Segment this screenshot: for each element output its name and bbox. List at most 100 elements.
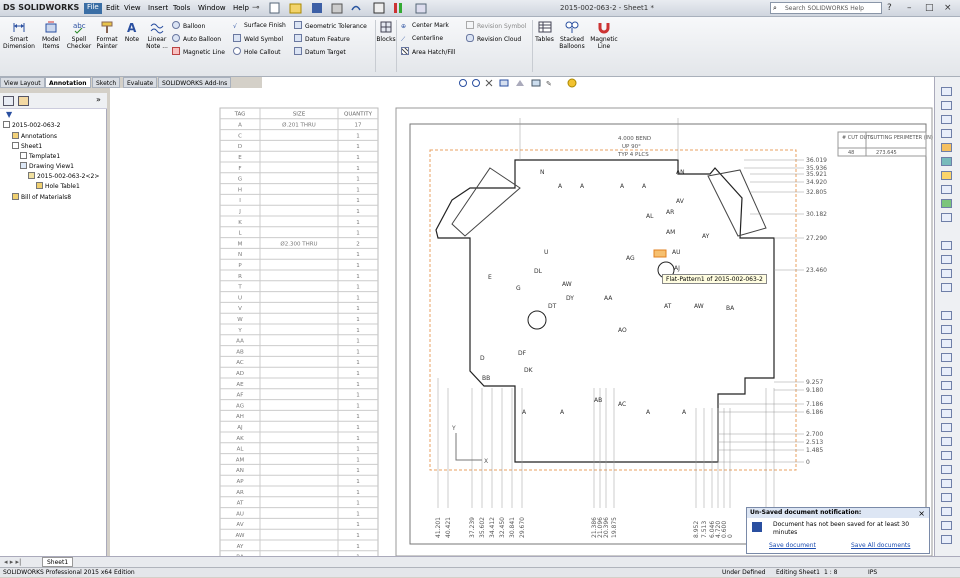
revision-cloud-button[interactable]: Revision Cloud <box>466 34 521 44</box>
menu-tools[interactable]: Tools <box>173 4 191 12</box>
geometric-tolerance-button[interactable]: Geometric Tolerance <box>294 21 367 31</box>
task-pane-icon-4[interactable] <box>941 129 952 138</box>
custom-properties-icon[interactable] <box>941 213 952 222</box>
stacked-balloons-button[interactable]: Stacked Balloons <box>558 20 586 50</box>
tree-drawing-view[interactable]: Drawing View1 <box>20 162 74 171</box>
feature-tree-tab-icon[interactable] <box>3 96 14 106</box>
task-pane-icon-11[interactable] <box>941 241 952 250</box>
weld-symbol-button[interactable]: Weld Symbol <box>233 34 283 44</box>
task-pane-icon-1[interactable] <box>941 87 952 96</box>
task-pane-icon-29[interactable] <box>941 507 952 516</box>
task-pane-icon-14[interactable] <box>941 283 952 292</box>
task-pane-icon-24[interactable] <box>941 437 952 446</box>
linear-note-button[interactable]: Linear Note ... <box>144 20 170 50</box>
tab-annotation[interactable]: Annotation <box>45 77 91 88</box>
tree-bom[interactable]: Bill of Materials8 <box>12 193 71 202</box>
task-pane-icon-21[interactable] <box>941 395 952 404</box>
format-painter-button[interactable]: Format Painter <box>94 20 120 50</box>
sheet-tab-sheet1[interactable]: Sheet1 <box>42 557 74 567</box>
task-pane-icon-22[interactable] <box>941 409 952 418</box>
menu-insert[interactable]: Insert <box>148 4 169 12</box>
filter-icon[interactable]: ▼ <box>6 110 13 119</box>
spell-checker-button[interactable]: abc Spell Checker <box>66 20 92 50</box>
note-button[interactable]: A Note <box>122 20 142 43</box>
hole-callout-button[interactable]: Hole Callout <box>233 47 280 57</box>
view-palette-icon[interactable] <box>941 185 952 194</box>
surface-finish-button[interactable]: √Surface Finish <box>233 21 286 31</box>
task-pane-icon-19[interactable] <box>941 367 952 376</box>
revision-symbol-button[interactable]: Revision Symbol <box>466 21 526 31</box>
help-search-input[interactable]: Search SOLIDWORKS Help <box>770 2 882 14</box>
tab-view-layout[interactable]: View Layout <box>0 77 45 88</box>
resources-icon[interactable] <box>941 143 952 152</box>
center-mark-button[interactable]: ⊕Center Mark <box>401 21 449 31</box>
tab-addins[interactable]: SOLIDWORKS Add-Ins <box>158 77 232 88</box>
task-pane-icon-27[interactable] <box>941 479 952 488</box>
property-manager-tab-icon[interactable] <box>18 96 29 106</box>
centerline-button[interactable]: ⟋Centerline <box>401 34 443 44</box>
task-pane-icon-28[interactable] <box>941 493 952 502</box>
task-pane-icon-15[interactable] <box>941 311 952 320</box>
tab-sketch[interactable]: Sketch <box>92 77 121 88</box>
tree-template[interactable]: Template1 <box>20 152 60 161</box>
task-pane-icon-26[interactable] <box>941 465 952 474</box>
area-hatch-button[interactable]: Area Hatch/Fill <box>401 47 455 57</box>
highlighted-hole-tag[interactable] <box>653 249 667 258</box>
menu-help[interactable]: Help <box>233 4 249 12</box>
minimize-button[interactable]: – <box>907 3 912 13</box>
restore-button[interactable]: □ <box>925 3 934 13</box>
task-pane-icon-17[interactable] <box>941 339 952 348</box>
sheet-scale[interactable]: 1 : 8 <box>824 569 838 576</box>
task-pane-icon-3[interactable] <box>941 115 952 124</box>
quick-access-toolbar[interactable] <box>268 2 438 15</box>
help-question-icon[interactable]: ? <box>887 3 892 13</box>
tree-annotations[interactable]: Annotations <box>12 132 57 141</box>
task-pane-icon-25[interactable] <box>941 451 952 460</box>
auto-balloon-button[interactable]: Auto Balloon <box>172 34 221 44</box>
tree-sheet[interactable]: Sheet1 <box>12 142 42 151</box>
task-pane-icon-12[interactable] <box>941 255 952 264</box>
smart-dimension-button[interactable]: Smart Dimension <box>2 20 36 50</box>
menu-window[interactable]: Window <box>198 4 226 12</box>
hole-m-2[interactable] <box>527 310 547 330</box>
menu-file[interactable]: File <box>84 3 102 14</box>
save-document-link[interactable]: Save document <box>769 542 816 549</box>
file-explorer-icon[interactable] <box>941 171 952 180</box>
sheet-nav-arrows[interactable]: ◂ ▸ ▸| <box>4 558 22 566</box>
datum-target-button[interactable]: Datum Target <box>294 47 346 57</box>
task-pane-icon-2[interactable] <box>941 101 952 110</box>
task-pane-icon-20[interactable] <box>941 381 952 390</box>
view-tools-icons[interactable]: ✎ <box>458 78 578 88</box>
task-pane-icon-31[interactable] <box>941 535 952 544</box>
task-pane-icon-30[interactable] <box>941 521 952 530</box>
notification-close-icon[interactable]: × <box>918 509 925 518</box>
task-pane-icon-23[interactable] <box>941 423 952 432</box>
tab-evaluate[interactable]: Evaluate <box>123 77 158 88</box>
task-pane-icon-13[interactable] <box>941 269 952 278</box>
close-button[interactable]: × <box>944 3 952 13</box>
tables-button[interactable]: Tables <box>532 20 556 72</box>
save-all-documents-link[interactable]: Save All documents <box>851 542 911 549</box>
tree-root[interactable]: 2015-002-063-2 <box>3 121 61 130</box>
task-pane-icon-18[interactable] <box>941 353 952 362</box>
menu-edit[interactable]: Edit <box>106 4 120 12</box>
balloon-button[interactable]: Balloon <box>172 21 205 31</box>
tree-hole-table[interactable]: Hole Table1 <box>36 182 80 191</box>
datum-feature-button[interactable]: Datum Feature <box>294 34 350 44</box>
units-system[interactable]: IPS <box>868 569 878 576</box>
expand-chevron-icon[interactable]: » <box>96 95 101 104</box>
solidworks-logo[interactable]: DS SOLIDWORKS <box>3 3 79 12</box>
design-library-icon[interactable] <box>941 157 952 166</box>
magnetic-line-button[interactable]: Magnetic Line <box>172 47 225 57</box>
model-items-button[interactable]: Model Items <box>40 20 62 50</box>
task-pane-icon-16[interactable] <box>941 325 952 334</box>
blocks-button[interactable]: Blocks <box>375 20 397 72</box>
magnetic-line-big-button[interactable]: Magnetic Line <box>588 20 620 50</box>
tree-part[interactable]: 2015-002-063-2<2> <box>28 172 99 181</box>
appearances-icon[interactable] <box>941 199 952 208</box>
panel-splitter[interactable] <box>107 93 110 556</box>
menu-view[interactable]: View <box>124 4 141 12</box>
pin-icon[interactable]: ⊸ <box>252 3 260 13</box>
